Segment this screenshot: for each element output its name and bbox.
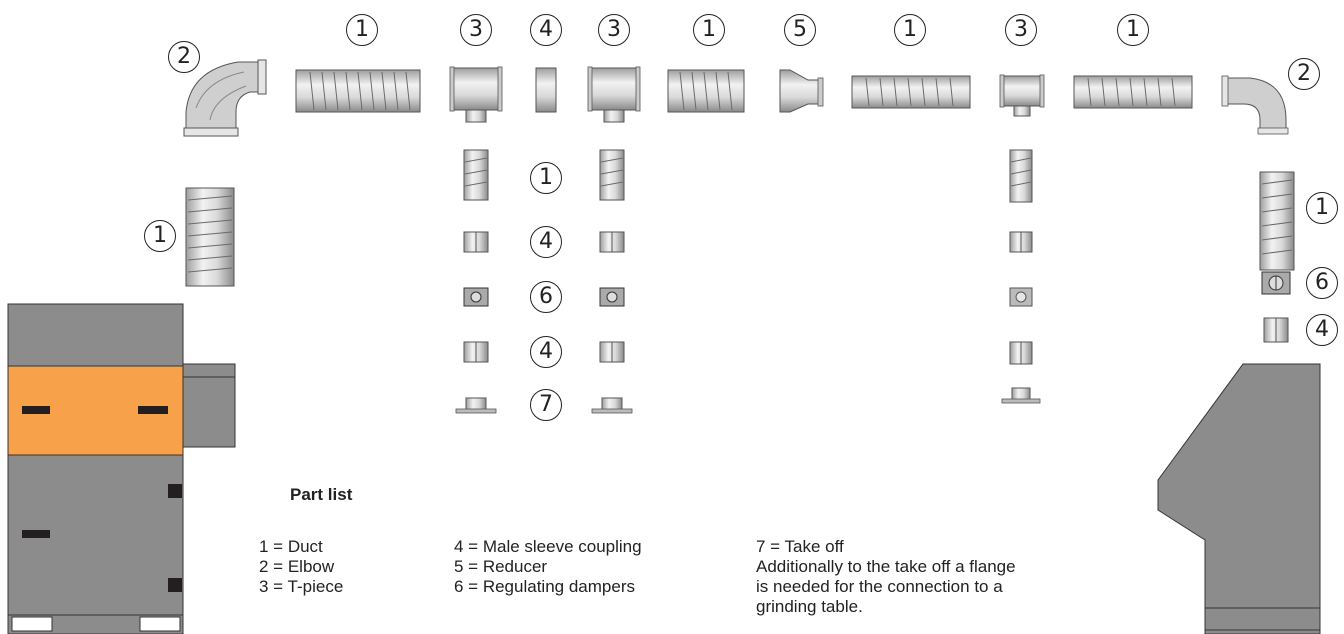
callout-drop-6: 6 xyxy=(530,281,562,313)
callout-top-4: 3 xyxy=(460,14,492,46)
reducer xyxy=(779,69,824,113)
callout-top-3: 1 xyxy=(693,14,725,46)
callout-top-2: 2 xyxy=(168,41,200,73)
part-item-duct: 1 = Duct xyxy=(259,537,323,556)
callout-drop-4b: 4 xyxy=(530,336,562,368)
part-item-dampers: 6 = Regulating dampers xyxy=(454,577,635,596)
t-piece-1 xyxy=(449,66,503,123)
drop-column-1 xyxy=(455,149,497,414)
vertical-duct-right xyxy=(1259,171,1295,343)
callout-top-5: 4 xyxy=(530,14,562,46)
part-item-t-piece: 3 = T-piece xyxy=(259,577,344,596)
callout-drop-1: 1 xyxy=(530,162,562,194)
t-piece-3 xyxy=(999,74,1045,117)
drop-column-2 xyxy=(591,149,633,414)
t-piece-2 xyxy=(587,66,641,123)
callout-top-8: 5 xyxy=(784,14,816,46)
part-item-reducer: 5 = Reducer xyxy=(454,557,548,576)
callout-right-1: 1 xyxy=(1306,192,1338,224)
duct-4 xyxy=(1073,75,1193,109)
callout-top-6: 3 xyxy=(598,14,630,46)
callout-top-9: 1 xyxy=(1117,14,1149,46)
part-list-col-1: 1 = Duct 2 = Elbow 3 = T-piece xyxy=(259,537,343,597)
part-item-coupling: 4 = Male sleeve coupling xyxy=(454,537,642,556)
callout-drop-4a: 4 xyxy=(530,226,562,258)
part-list-col-2: 4 = Male sleeve coupling 5 = Reducer 6 =… xyxy=(454,537,642,597)
drop-column-3 xyxy=(1001,149,1041,404)
callout-top-11: 1 xyxy=(144,220,176,252)
elbow-left xyxy=(183,59,267,137)
part-note-line-1: Additionally to the take off a flange xyxy=(756,557,1016,576)
vertical-duct-left xyxy=(185,187,235,287)
coupling-top xyxy=(535,67,557,113)
duct-2 xyxy=(667,69,745,113)
part-note-line-3: grinding table. xyxy=(756,597,863,616)
callout-top-1: 1 xyxy=(346,14,378,46)
callout-drop-7: 7 xyxy=(530,389,562,421)
elbow-right xyxy=(1221,75,1289,135)
duct-3 xyxy=(851,75,971,109)
grinding-table xyxy=(1157,363,1321,634)
part-item-elbow: 2 = Elbow xyxy=(259,557,335,576)
part-item-take-off: 7 = Take off xyxy=(756,537,844,556)
callout-top-10: 3 xyxy=(1005,14,1037,46)
part-list-col-3: 7 = Take off Additionally to the take of… xyxy=(756,537,1016,617)
callout-right-4: 4 xyxy=(1306,314,1338,346)
part-note-line-2: is needed for the connection to a xyxy=(756,577,1003,596)
part-list-title: Part list xyxy=(290,485,353,504)
callout-right-6: 6 xyxy=(1306,267,1338,299)
duct-1 xyxy=(295,69,421,113)
dust-collector-unit xyxy=(7,303,236,634)
callout-top-7: 1 xyxy=(894,14,926,46)
callout-top-12: 2 xyxy=(1288,58,1320,90)
